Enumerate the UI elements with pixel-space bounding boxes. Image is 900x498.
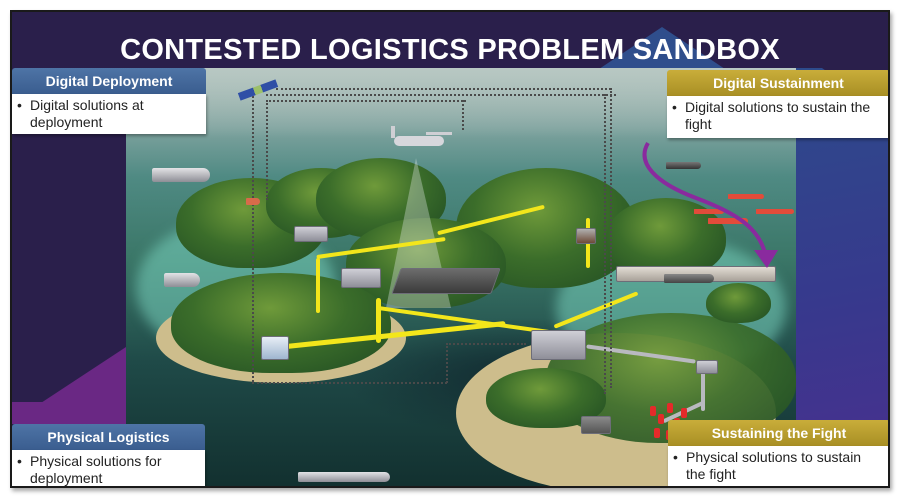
- panel-body: • Digital solutions at deployment: [12, 94, 206, 134]
- logistics-hub: [531, 330, 586, 360]
- slide: CONTESTED LOGISTICS PROBLEM SANDBOX: [10, 10, 890, 488]
- panel-physical-logistics: Physical Logistics • Physical solutions …: [12, 424, 205, 486]
- comms-link: [276, 88, 611, 90]
- panel-sustaining-the-fight: Sustaining the Fight • Physical solution…: [668, 420, 888, 486]
- warehouse: [294, 226, 328, 242]
- adversary-ship: [728, 194, 764, 199]
- amphibious-ship: [298, 472, 390, 482]
- panel-text: Physical solutions to sustain the fight: [686, 449, 862, 482]
- panel-text: Physical solutions for deployment: [30, 453, 162, 486]
- warehouse: [341, 268, 381, 288]
- comms-link: [252, 92, 254, 382]
- comms-link: [462, 100, 464, 130]
- bullet: •: [17, 97, 22, 113]
- decorative-purple-band: [12, 402, 126, 424]
- comms-link: [610, 88, 612, 388]
- comms-link: [604, 94, 606, 394]
- bullet: •: [17, 453, 22, 469]
- drone-wing: [426, 132, 452, 135]
- supply-route: [316, 258, 320, 313]
- sling-load-helicopter: [576, 228, 596, 244]
- comms-link: [266, 100, 466, 102]
- landing-craft: [164, 273, 200, 287]
- armored-vehicle: [581, 416, 611, 434]
- tanker-ship: [664, 274, 714, 283]
- troop-icon: [650, 406, 656, 416]
- airfield: [391, 268, 501, 294]
- bullet: •: [673, 449, 678, 465]
- panel-text: Digital solutions at deployment: [30, 97, 144, 130]
- tanker-ship: [666, 162, 701, 169]
- adversary-ship: [756, 209, 794, 214]
- comms-link: [266, 94, 616, 96]
- comms-link: [446, 343, 526, 345]
- panel-text: Digital solutions to sustain the fight: [685, 99, 871, 132]
- sea-lane-arrow-icon: [642, 141, 778, 268]
- ground-route: [701, 366, 705, 411]
- comms-link: [252, 382, 447, 384]
- panel-body: • Physical solutions for deployment: [12, 450, 205, 486]
- panel-body: • Physical solutions to sustain the figh…: [668, 446, 888, 486]
- panel-heading: Sustaining the Fight: [668, 420, 888, 446]
- troop-icon: [658, 414, 664, 424]
- adversary-ship: [694, 209, 724, 214]
- data-center: [261, 336, 289, 360]
- landing-ship: [152, 168, 210, 182]
- comms-link: [446, 343, 448, 383]
- panel-heading: Digital Deployment: [12, 68, 206, 94]
- supply-truck: [696, 360, 718, 374]
- supply-route: [376, 298, 381, 343]
- panel-heading: Digital Sustainment: [667, 70, 888, 96]
- drone-tail: [391, 126, 395, 138]
- troop-icon: [654, 428, 660, 438]
- panel-heading: Physical Logistics: [12, 424, 205, 450]
- bullet: •: [672, 99, 677, 115]
- panel-digital-deployment: Digital Deployment • Digital solutions a…: [12, 68, 206, 134]
- small-island: [706, 283, 771, 323]
- adversary-ship: [708, 218, 748, 224]
- small-boat: [246, 198, 260, 205]
- troop-icon: [681, 408, 687, 418]
- panel-body: • Digital solutions to sustain the fight: [667, 96, 888, 138]
- slide-title: CONTESTED LOGISTICS PROBLEM SANDBOX: [120, 34, 780, 66]
- tiltrotor-drone-icon: [394, 136, 444, 146]
- panel-digital-sustainment: Digital Sustainment • Digital solutions …: [667, 70, 888, 138]
- troop-icon: [667, 403, 673, 413]
- comms-link: [266, 100, 268, 200]
